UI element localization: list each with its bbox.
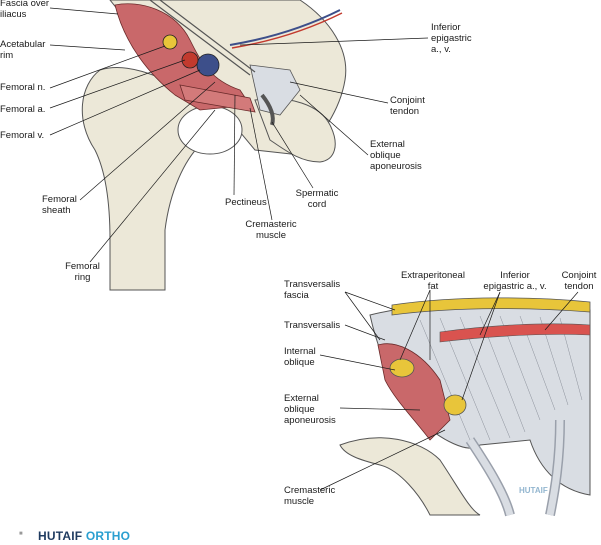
- label-inferior-epigastric-top: Inferior epigastric a., v.: [431, 22, 472, 55]
- label-fascia-over-iliacus: Fascia over iliacus: [0, 0, 50, 20]
- top-leader-lines: [49, 7, 429, 263]
- label-femoral-v: Femoral v.: [0, 130, 45, 141]
- brand-part2: ORTHO: [85, 529, 131, 543]
- bottom-leader-lines: [319, 289, 579, 491]
- pubis: [254, 98, 336, 163]
- inguinal-canal-figure: [339, 297, 591, 517]
- obturator-foramen: [177, 105, 243, 155]
- pelvis-figure: [81, 0, 347, 291]
- extraperitoneal-fat-layer: [391, 297, 591, 316]
- bullet-icon: ■: [19, 531, 23, 537]
- label-pectineus: Pectineus: [225, 197, 267, 208]
- label-transversalis: Transversalis: [284, 320, 341, 331]
- label-femoral-ring: Femoral ring: [65, 261, 100, 283]
- label-transversalis-fascia: Transversalis fascia: [284, 279, 341, 301]
- label-conjoint-tendon-bottom: Conjoint tendon: [561, 270, 597, 292]
- label-cremasteric-muscle-top: Cremasteric muscle: [245, 219, 297, 241]
- internal-oblique-fat: [389, 358, 415, 378]
- label-cremasteric-muscle-bottom: Cremasteric muscle: [284, 485, 336, 507]
- label-inferior-epigastric-bottom: Inferior epigastric a., v.: [483, 270, 547, 292]
- label-internal-oblique: Internal oblique: [284, 346, 316, 368]
- label-extraperitoneal-fat: Extraperitoneal fat: [401, 270, 465, 292]
- label-femoral-n: Femoral n.: [0, 82, 46, 93]
- brand-logo: HUTAIF ORTHO: [38, 529, 130, 543]
- conjoint-fat: [443, 394, 467, 416]
- label-acetabular-rim: Acetabular rim: [0, 39, 46, 61]
- label-external-oblique-aponeurosis-top: External oblique aponeurosis: [370, 139, 422, 172]
- pectineus-muscle: [179, 84, 256, 113]
- femoral-artery: [181, 51, 199, 69]
- femoral-nerve: [162, 34, 178, 50]
- inferior-epigastric-vessels: [229, 9, 341, 46]
- brand-part1: HUTAIF: [38, 529, 83, 543]
- peritoneum-layer: [439, 323, 591, 343]
- label-conjoint-tendon-top: Conjoint tendon: [390, 95, 425, 117]
- label-external-oblique-aponeurosis-bottom: External oblique aponeurosis: [284, 393, 336, 426]
- femoral-vein: [196, 53, 220, 77]
- label-femoral-sheath: Femoral sheath: [42, 194, 77, 216]
- pubic-bone: [339, 437, 481, 516]
- label-spermatic-cord: Spermatic cord: [295, 188, 339, 210]
- label-femoral-a: Femoral a.: [0, 104, 46, 115]
- conjoint-tendon-shape: [249, 64, 301, 116]
- watermark-logo: HUTAIF: [519, 486, 548, 495]
